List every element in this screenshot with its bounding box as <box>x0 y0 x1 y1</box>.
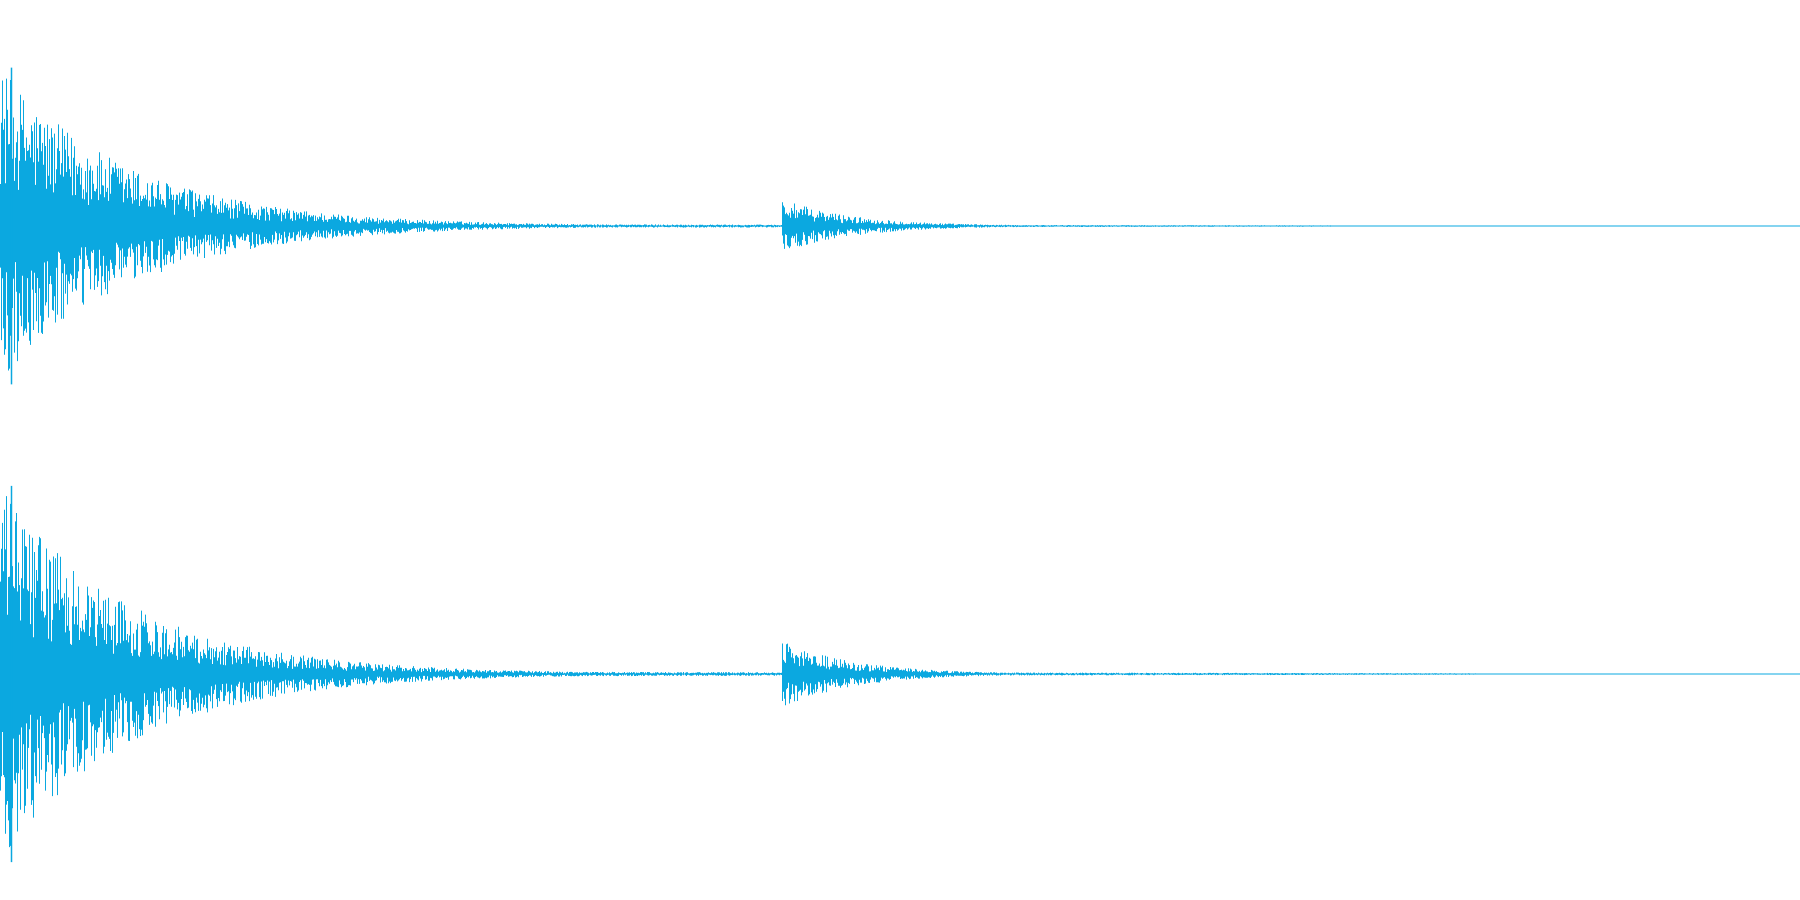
waveform-signal <box>0 496 1476 848</box>
channel-2-waveform[interactable] <box>0 485 1800 863</box>
waveform-signal <box>0 78 1332 371</box>
channel-1-waveform[interactable] <box>0 67 1800 385</box>
